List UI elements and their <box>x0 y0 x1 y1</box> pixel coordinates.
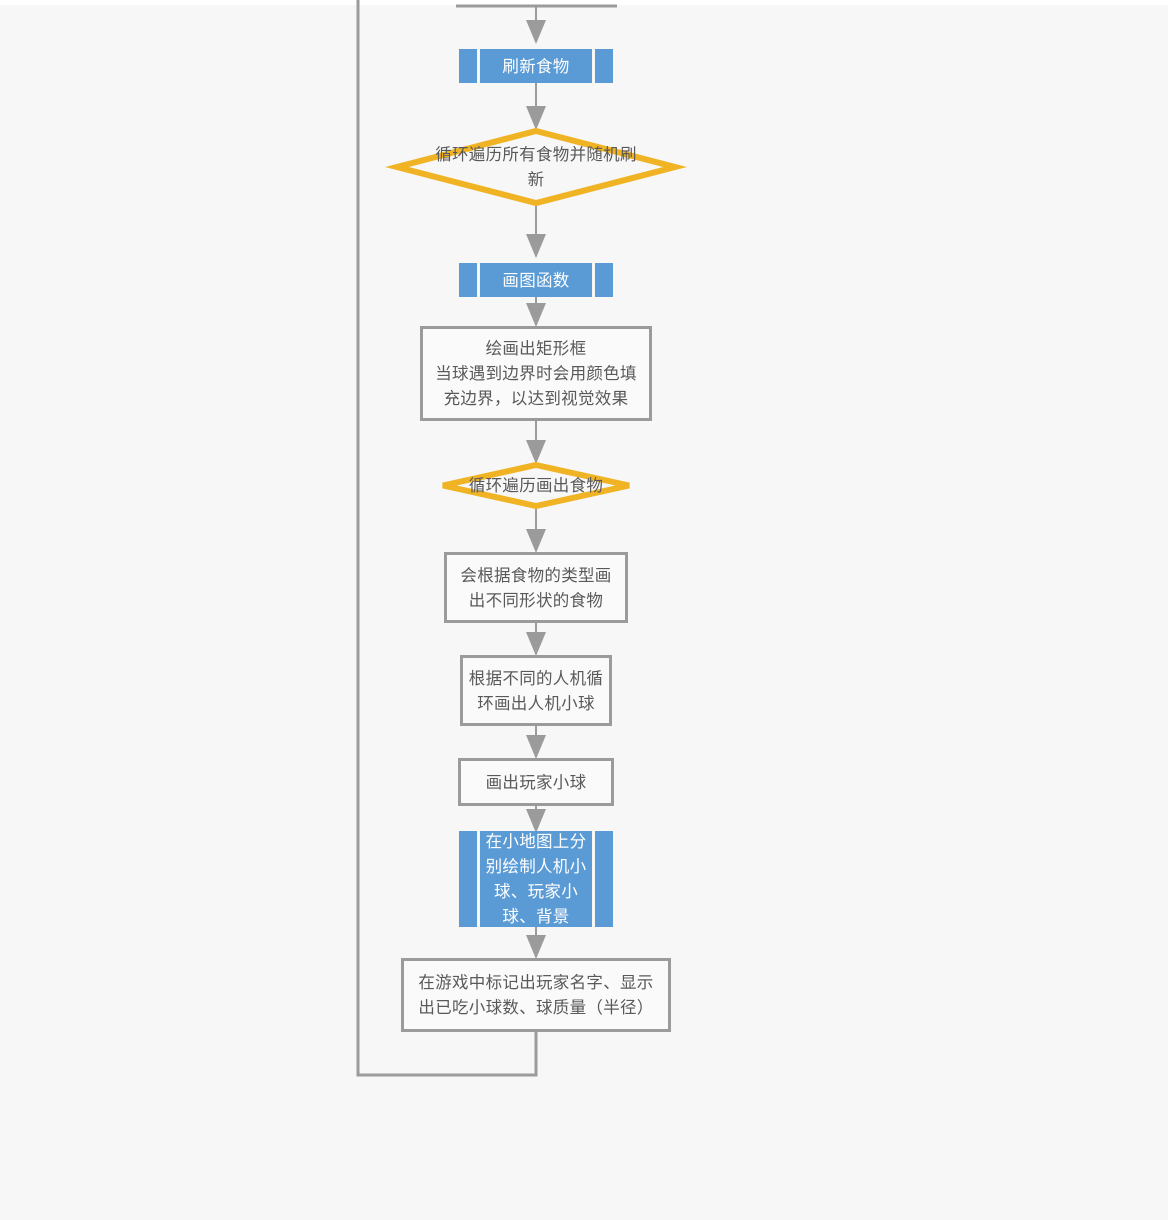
node-minimap-label: 在小地图上分 别绘制人机小 球、玩家小 球、背景 <box>485 832 587 926</box>
node-loop-refresh-label: 循环遍历所有食物并随机刷 新 <box>435 145 637 189</box>
diamond-shape <box>442 461 630 510</box>
node-refresh-food-label: 刷新食物 <box>502 56 570 76</box>
node-draw-ai-balls[interactable]: 根据不同的人机循 环画出人机小球 <box>460 655 612 726</box>
node-draw-rect-label: 绘画出矩形框 当球遇到边界时会用颜色填 充边界，以达到视觉效果 <box>435 339 637 408</box>
predefined-bar-left <box>477 49 480 83</box>
node-hud[interactable]: 在游戏中标记出玩家名字、显示 出已吃小球数、球质量（半径） <box>401 958 671 1032</box>
predefined-bar-left <box>477 263 480 297</box>
diamond-shape <box>385 127 687 207</box>
node-draw-rect[interactable]: 绘画出矩形框 当球遇到边界时会用颜色填 充边界，以达到视觉效果 <box>420 326 652 421</box>
node-food-shapes[interactable]: 会根据食物的类型画 出不同形状的食物 <box>444 552 628 623</box>
node-loop-draw-food[interactable]: 循环遍历画出食物 <box>440 461 632 510</box>
top-white-strip <box>0 0 1168 5</box>
node-draw-ai-balls-label: 根据不同的人机循 环画出人机小球 <box>468 668 604 713</box>
node-loop-draw-food-label: 循环遍历画出食物 <box>468 476 604 495</box>
predefined-bar-right <box>592 831 595 927</box>
node-draw-player[interactable]: 画出玩家小球 <box>458 758 614 806</box>
predefined-bar-right <box>592 49 595 83</box>
predefined-bar-right <box>592 263 595 297</box>
node-draw-function-label: 画图函数 <box>502 270 570 290</box>
node-refresh-food[interactable]: 刷新食物 <box>459 49 613 83</box>
node-minimap[interactable]: 在小地图上分 别绘制人机小 球、玩家小 球、背景 <box>459 831 613 927</box>
node-hud-label: 在游戏中标记出玩家名字、显示 出已吃小球数、球质量（半径） <box>418 973 654 1017</box>
node-food-shapes-label: 会根据食物的类型画 出不同形状的食物 <box>460 565 612 610</box>
node-draw-player-label: 画出玩家小球 <box>485 772 587 792</box>
node-draw-function[interactable]: 画图函数 <box>459 263 613 297</box>
node-loop-refresh[interactable]: 循环遍历所有食物并随机刷 新 <box>385 127 687 207</box>
predefined-bar-left <box>477 831 480 927</box>
